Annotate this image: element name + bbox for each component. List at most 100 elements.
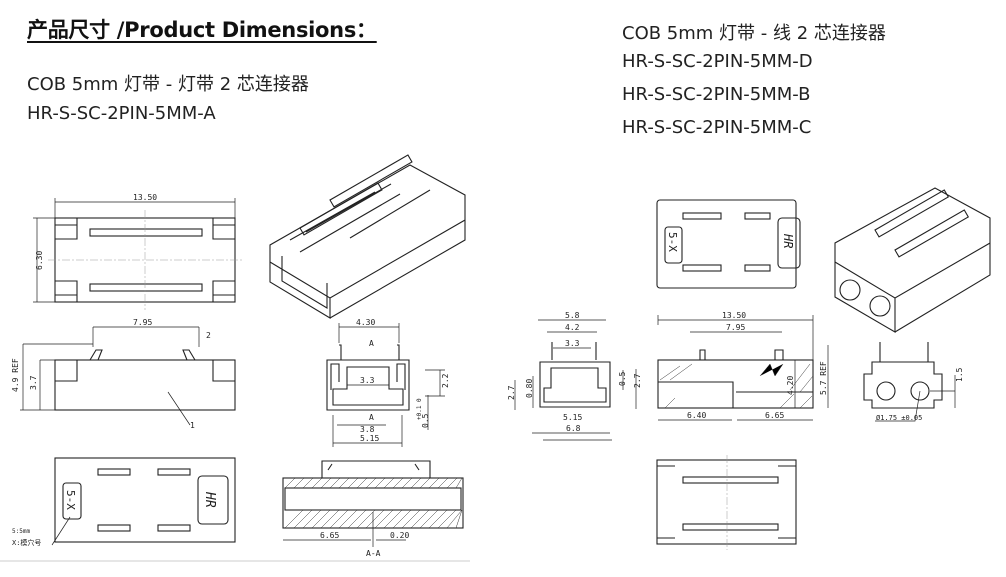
dim-section-d1: 6.65: [320, 531, 339, 540]
hatch-line: [455, 477, 463, 489]
hatch-line: [383, 509, 403, 529]
hatch-line: [347, 509, 367, 529]
right-isometric-view: [834, 187, 991, 333]
hatch-line: [437, 509, 457, 529]
hatch-line: [401, 509, 421, 529]
dim-height: 6.30: [35, 251, 44, 270]
hatch-line: [374, 477, 386, 489]
right-hr-logo: HR: [781, 233, 795, 248]
right-hole-view: Ø1.75 ±0.05 1.5: [863, 342, 964, 422]
dim-end-h2: 0.5: [421, 413, 430, 428]
dim-end-w4: 5.15: [360, 434, 379, 443]
hatch-line: [329, 509, 349, 529]
dim-end-w2: 3.3: [360, 376, 375, 385]
dim-r-end-h4: 2.7: [633, 373, 642, 388]
right-model-d: HR-S-SC-2PIN-5MM-D: [622, 51, 813, 72]
right-model-c: HR-S-SC-2PIN-5MM-C: [622, 117, 812, 138]
page-title: 产品尺寸 /Product Dimensions：: [27, 18, 377, 42]
dim-end-h1: 2.2: [441, 373, 450, 388]
callout-2: 2: [206, 331, 211, 340]
dim-r-side-w3: 6.40: [687, 411, 706, 420]
hatch-line: [356, 509, 376, 529]
hatch-line: [419, 509, 439, 529]
right-description: COB 5mm 灯带 - 线 2 芯连接器: [622, 23, 886, 44]
left-bottom-view: 5-X HR 5:5mm X:模穴号: [12, 457, 236, 547]
hatch-line: [347, 477, 359, 489]
hatch-line: [338, 509, 358, 529]
left-top-view: 13.50 6.30: [33, 193, 242, 310]
hatch-line: [284, 509, 304, 529]
hatch-line: [446, 509, 463, 529]
hatch-line: [401, 477, 413, 489]
dim-r-side-w1: 13.50: [722, 311, 746, 320]
note-size: 5:5mm: [12, 528, 30, 535]
hatch-line: [365, 509, 385, 529]
hatch-line: [392, 509, 412, 529]
right-top-view: 5-X HR: [656, 199, 801, 289]
mold-mark: 5-X: [64, 490, 77, 510]
hatch-line: [410, 509, 430, 529]
right-side-view: 13.50 7.95 6.40 6.65 4.20 5.7 REF: [657, 311, 829, 421]
section-mark-bottom: A: [369, 413, 374, 422]
left-side-view: 7.95 4.9 REF 3.7 1 2: [11, 318, 236, 430]
hatch-line: [455, 509, 463, 529]
dim-section-d2: 0.20: [390, 531, 409, 540]
hatch-line: [284, 477, 296, 489]
note-cavity: X:模穴号: [12, 538, 41, 547]
right-bottom-view: [656, 455, 797, 550]
hatch-line: [320, 509, 340, 529]
hatch-line: [320, 477, 332, 489]
hatch-line: [293, 477, 305, 489]
dim-r-end-w4: 5.15: [563, 413, 582, 422]
hr-logo: HR: [202, 491, 217, 508]
left-end-view: 4.30 3.3 3.8 5.15 2.2 0.5 +0.1 0 A A: [326, 318, 450, 447]
dim-r-side-w4: 6.65: [765, 411, 784, 420]
hatch-line: [365, 477, 377, 489]
dim-r-end-h1: 2.7: [507, 385, 516, 400]
hatch-line: [338, 477, 350, 489]
dim-r-end-w5: 6.8: [566, 424, 581, 433]
section-mark-top: A: [369, 339, 374, 348]
dim-r-end-h2: 0.80: [525, 379, 534, 398]
hatch-line: [329, 477, 341, 489]
hatch-line: [437, 477, 449, 489]
dim-end-tol: +0.1 0: [416, 398, 423, 420]
dim-r-end-w3: 3.3: [565, 339, 580, 348]
section-label: A-A: [366, 549, 381, 558]
dim-end-w1: 4.30: [356, 318, 375, 327]
hatch-line: [428, 509, 448, 529]
hatch-line: [293, 509, 313, 529]
hatch-line: [302, 477, 314, 489]
dim-r-side-w2: 7.95: [726, 323, 745, 332]
left-description: COB 5mm 灯带 - 灯带 2 芯连接器: [27, 74, 309, 95]
dim-end-w3: 3.8: [360, 425, 375, 434]
hatch-line: [383, 477, 395, 489]
dim-width: 13.50: [133, 193, 157, 202]
dim-r-end-h3: 0.5: [618, 371, 627, 386]
dim-r-side-h1: 4.20: [786, 376, 795, 395]
hatch-line: [446, 477, 458, 489]
right-model-b: HR-S-SC-2PIN-5MM-B: [622, 84, 811, 105]
hatch-line: [374, 509, 394, 529]
hatch-line: [428, 477, 440, 489]
dim-hole-h: 1.5: [955, 367, 964, 382]
hatch-line: [356, 477, 368, 489]
hatch-line: [302, 509, 322, 529]
hatch-line: [311, 477, 323, 489]
left-model: HR-S-SC-2PIN-5MM-A: [27, 103, 216, 124]
left-isometric-view: [269, 154, 466, 319]
dim-r-end-w2: 4.2: [565, 323, 580, 332]
dim-total-height: 4.9 REF: [11, 358, 20, 392]
left-section-view: 6.65 0.20 A-A: [282, 460, 464, 558]
dim-body-height: 3.7: [29, 375, 38, 390]
hatch-line: [410, 477, 422, 489]
callout-1: 1: [190, 421, 195, 430]
hatch-line: [392, 477, 404, 489]
dim-r-side-h2: 5.7 REF: [819, 361, 828, 395]
dim-r-end-w1: 5.8: [565, 311, 580, 320]
dim-pitch: 7.95: [133, 318, 152, 327]
right-mold-mark: 5-X: [666, 232, 679, 252]
hatch-line: [419, 477, 431, 489]
right-end-view: 5.8 4.2 3.3 5.15 6.8 2.7 0.80 0.5 2.7: [507, 311, 642, 441]
